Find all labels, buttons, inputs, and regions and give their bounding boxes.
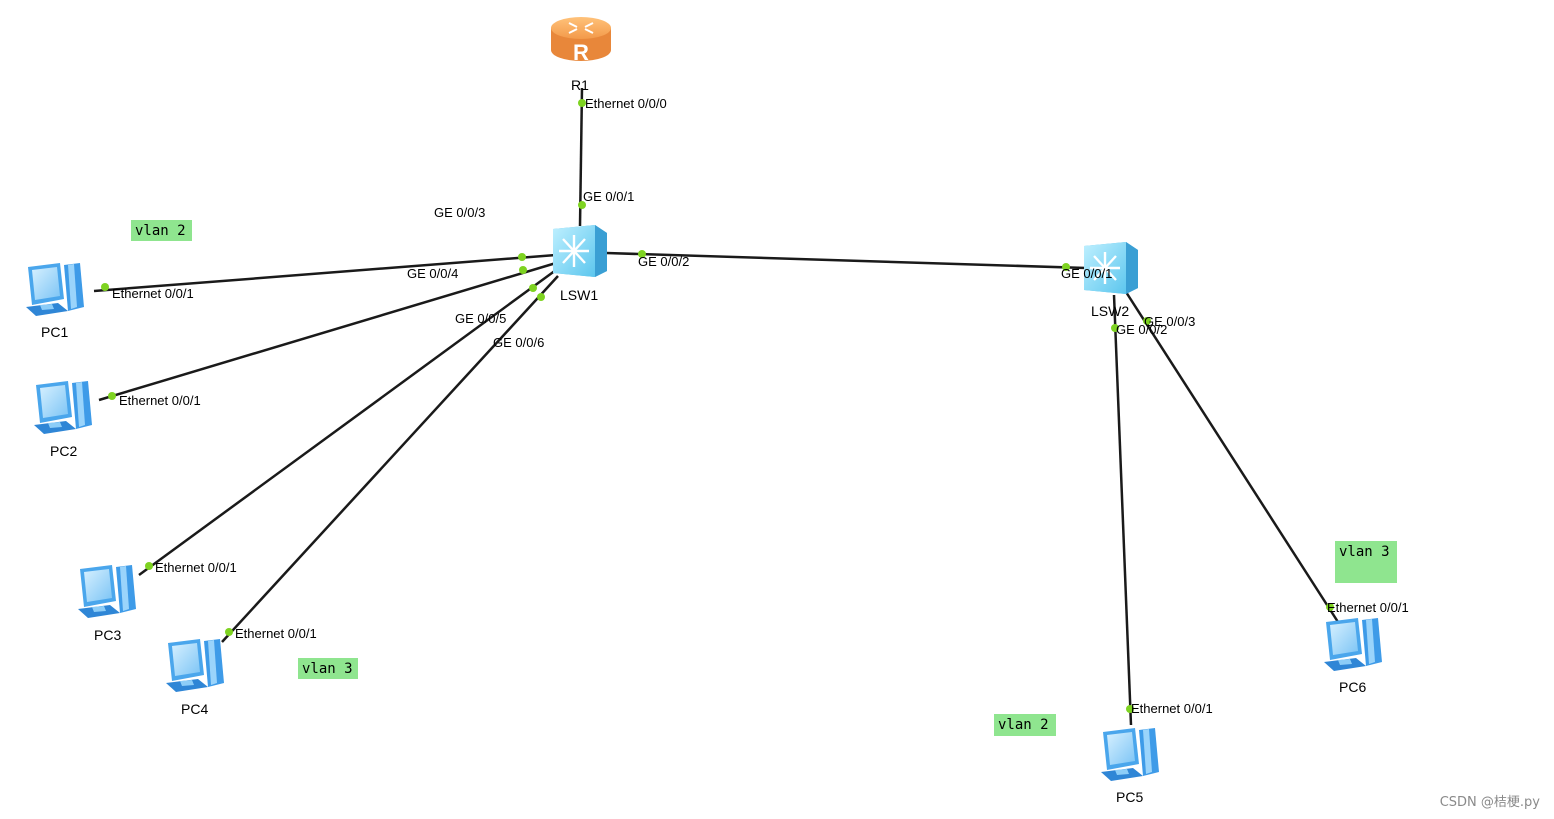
port-dot-pc2-e001 <box>108 392 116 400</box>
vlan-tag-pc6: vlan 3 <box>1335 541 1397 583</box>
pc5-icon[interactable] <box>1101 728 1159 781</box>
label-lsw2: LSW2 <box>1091 303 1129 319</box>
port-dot-pc1-e001 <box>101 283 109 291</box>
port-label-lsw1-ge001: GE 0/0/1 <box>583 189 634 204</box>
label-r1: R1 <box>571 77 589 93</box>
label-lsw1: LSW1 <box>560 287 598 303</box>
port-label-lsw1-ge004: GE 0/0/4 <box>407 266 458 281</box>
link-lsw1-pc4 <box>221 275 559 643</box>
port-label-lsw1-ge003: GE 0/0/3 <box>434 205 485 220</box>
port-dot-pc4-e001 <box>225 628 233 636</box>
port-dot-lsw1-ge005 <box>529 284 537 292</box>
port-label-lsw1-ge002: GE 0/0/2 <box>638 254 689 269</box>
label-pc4: PC4 <box>181 701 208 717</box>
port-dots <box>101 99 1334 713</box>
port-label-lsw2-ge003: GE 0/0/3 <box>1144 314 1195 329</box>
pc1-icon[interactable] <box>26 263 84 316</box>
label-pc1: PC1 <box>41 324 68 340</box>
port-dot-lsw1-ge001 <box>578 201 586 209</box>
label-pc6: PC6 <box>1339 679 1366 695</box>
label-pc2: PC2 <box>50 443 77 459</box>
port-label-pc1-e001: Ethernet 0/0/1 <box>112 286 194 301</box>
port-dot-pc5-e001 <box>1126 705 1134 713</box>
port-dot-r1-e000 <box>578 99 586 107</box>
port-dot-lsw2-ge003 <box>1143 317 1151 325</box>
port-label-lsw1-ge005: GE 0/0/5 <box>455 311 506 326</box>
port-dot-lsw2-ge001 <box>1062 263 1070 271</box>
router-r1-icon[interactable]: R <box>551 17 611 65</box>
vlan-tag-pc5: vlan 2 <box>994 714 1056 736</box>
pc3-icon[interactable] <box>78 565 136 618</box>
port-label-pc5-e001: Ethernet 0/0/1 <box>1131 701 1213 716</box>
pc6-icon[interactable] <box>1324 618 1382 671</box>
link-lsw2-pc5 <box>1112 294 1133 726</box>
port-dot-lsw2-ge002 <box>1111 324 1119 332</box>
link-lsw1-pc2 <box>98 261 557 402</box>
label-pc5: PC5 <box>1116 789 1143 805</box>
link-lsw1-pc1 <box>93 253 557 293</box>
port-label-pc4-e001: Ethernet 0/0/1 <box>235 626 317 641</box>
switch-lsw1-icon[interactable] <box>553 225 607 277</box>
pc4-icon[interactable] <box>166 639 224 692</box>
label-pc3: PC3 <box>94 627 121 643</box>
port-label-lsw2-ge002: GE 0/0/2 <box>1116 322 1167 337</box>
port-dot-lsw1-ge002 <box>638 250 646 258</box>
port-label-pc2-e001: Ethernet 0/0/1 <box>119 393 201 408</box>
switch-lsw2-icon[interactable] <box>1084 242 1138 294</box>
port-dot-pc6-e001 <box>1326 603 1334 611</box>
svg-text:R: R <box>573 40 589 65</box>
link-lsw2-pc6 <box>1124 291 1340 623</box>
links <box>93 87 1340 726</box>
port-label-lsw1-ge006: GE 0/0/6 <box>493 335 544 350</box>
port-label-r1-e000: Ethernet 0/0/0 <box>585 96 667 111</box>
port-label-pc3-e001: Ethernet 0/0/1 <box>155 560 237 575</box>
port-dot-lsw1-ge006 <box>537 293 545 301</box>
vlan-tag-pc1: vlan 2 <box>131 220 192 241</box>
link-lsw1-lsw2 <box>605 251 1087 270</box>
port-dot-lsw1-ge004 <box>519 266 527 274</box>
port-dot-pc3-e001 <box>145 562 153 570</box>
pc2-icon[interactable] <box>34 381 92 434</box>
port-label-pc6-e001: Ethernet 0/0/1 <box>1327 600 1409 615</box>
link-lsw1-pc3 <box>138 268 557 577</box>
vlan-tag-pc4: vlan 3 <box>298 658 358 679</box>
watermark: CSDN @桔梗.py <box>1439 795 1540 810</box>
port-label-lsw2-ge001: GE 0/0/1 <box>1061 266 1112 281</box>
port-dot-lsw1-ge003 <box>518 253 526 261</box>
